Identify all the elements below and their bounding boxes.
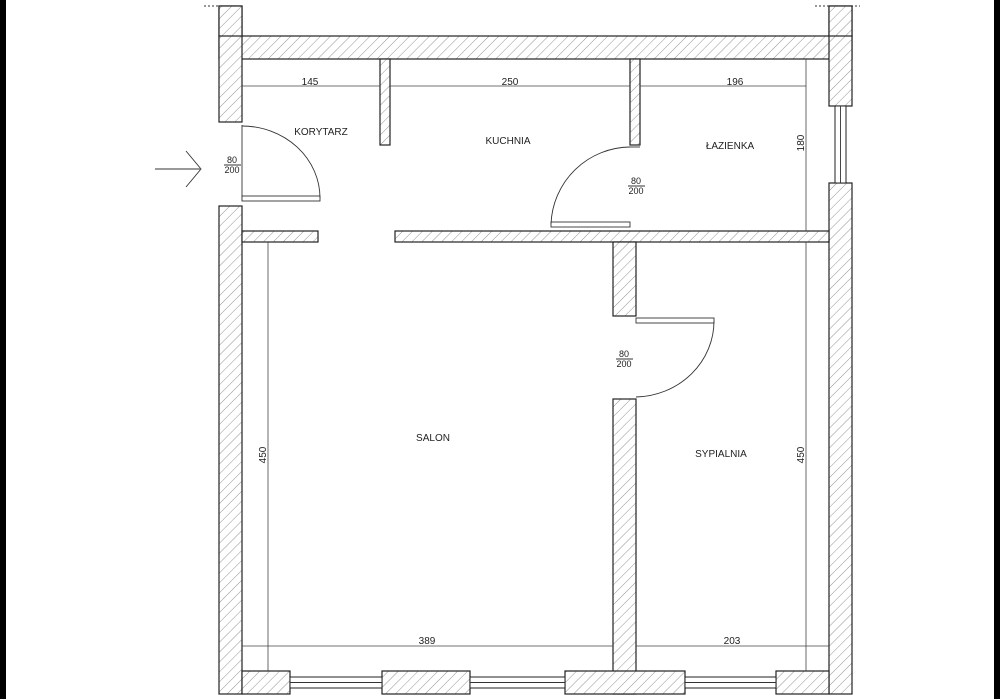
dim-korytarz-width: 145 — [302, 77, 319, 88]
wall-bottom-4 — [775, 670, 830, 695]
door-tag-entrance-height: 200 — [224, 165, 239, 175]
wall-top — [218, 35, 853, 60]
room-label-lazienka: ŁAZIENKA — [706, 141, 755, 152]
wall-salon-sypialnia-lower — [612, 398, 637, 695]
door-tag-lazienka-width: 80 — [631, 176, 641, 186]
wall-kuchnia-lazienka — [629, 58, 641, 146]
door-tag-entrance: 80 200 — [224, 155, 241, 175]
wall-bottom-3 — [564, 670, 686, 695]
door-entrance[interactable] — [241, 125, 321, 202]
entrance-arrow-icon — [155, 150, 202, 188]
door-tag-entrance-width: 80 — [227, 155, 237, 165]
dim-lazienka-height: 180 — [796, 134, 807, 151]
window-salon-1 — [289, 676, 383, 689]
window-sypialnia — [684, 676, 777, 689]
door-lazienka[interactable] — [550, 146, 640, 228]
window-lazienka — [834, 105, 847, 184]
wall-left-lower — [218, 205, 243, 695]
window-salon-2 — [469, 676, 566, 689]
dim-kuchnia-width: 250 — [502, 77, 519, 88]
room-label-sypialnia: SYPIALNIA — [695, 449, 747, 460]
room-label-salon: SALON — [416, 433, 450, 444]
dim-salon-width: 389 — [419, 636, 436, 647]
room-label-kuchnia: KUCHNIA — [485, 136, 530, 147]
wall-mid-right — [394, 230, 830, 243]
dim-sypialnia-height: 450 — [796, 446, 807, 463]
wall-top-upper — [218, 5, 243, 37]
wall-bottom-1 — [241, 670, 291, 695]
dim-sypialnia-width: 203 — [724, 636, 741, 647]
door-sypialnia[interactable] — [635, 317, 715, 398]
wall-korytarz-kuchnia — [379, 58, 391, 146]
windows — [289, 105, 847, 689]
wall-bottom-2 — [381, 670, 471, 695]
dim-salon-height: 450 — [258, 446, 269, 463]
door-tag-lazienka: 80 200 — [628, 176, 645, 196]
wall-mid-left — [241, 230, 319, 243]
door-tag-sypialnia-height: 200 — [616, 359, 631, 369]
room-label-korytarz: KORYTARZ — [294, 127, 348, 138]
door-tag-sypialnia: 80 200 — [616, 349, 633, 369]
wall-salon-sypialnia-upper — [612, 241, 637, 317]
wall-top-upper-right — [828, 5, 853, 37]
door-tag-sypialnia-width: 80 — [619, 349, 629, 359]
wall-right — [828, 182, 853, 695]
door-tag-lazienka-height: 200 — [628, 186, 643, 196]
dimension-lines — [242, 59, 829, 671]
walls — [218, 5, 853, 695]
dim-lazienka-width: 196 — [727, 77, 744, 88]
